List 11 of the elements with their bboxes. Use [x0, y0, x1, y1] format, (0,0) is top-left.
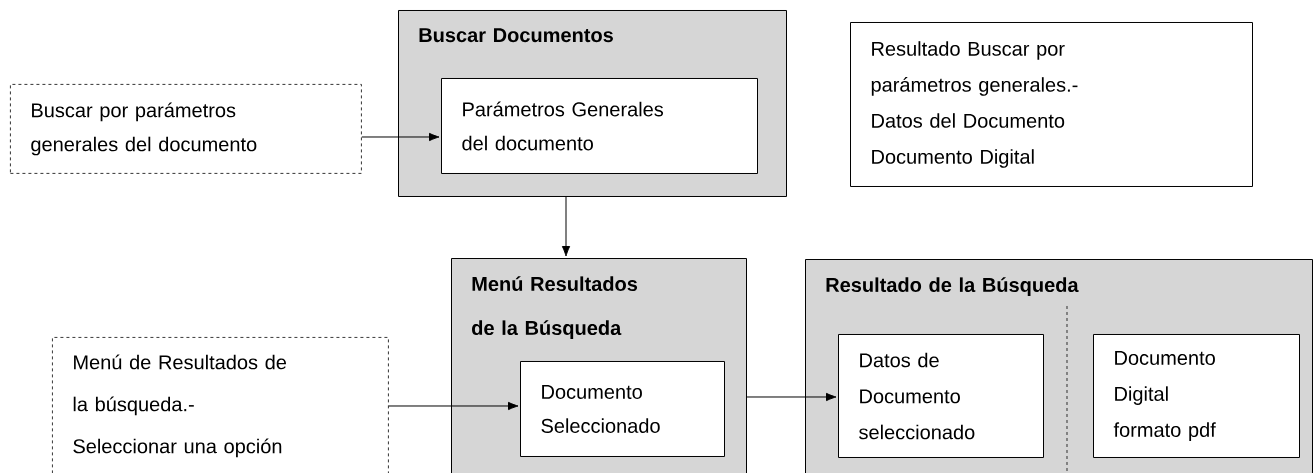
content-box: Documento Seleccionado: [520, 361, 725, 457]
content-box: Datos de Documento seleccionado: [838, 334, 1044, 458]
arrow: [361, 132, 440, 142]
arrow: [561, 196, 571, 257]
input-box: Menú de Resultados de la búsqueda.- Seleccionar una opción: [52, 337, 389, 473]
content-box: Documento Digital formato pdf: [1093, 334, 1300, 458]
arrow: [388, 401, 519, 411]
content-box: Parámetros Generales del documento: [441, 78, 758, 174]
input-box: Buscar por parámetros generales del documento: [10, 84, 362, 174]
arrow: [746, 392, 837, 402]
note-box: Resultado Buscar por parámetros generales.- Datos del Documento Documento Digital: [850, 22, 1253, 187]
